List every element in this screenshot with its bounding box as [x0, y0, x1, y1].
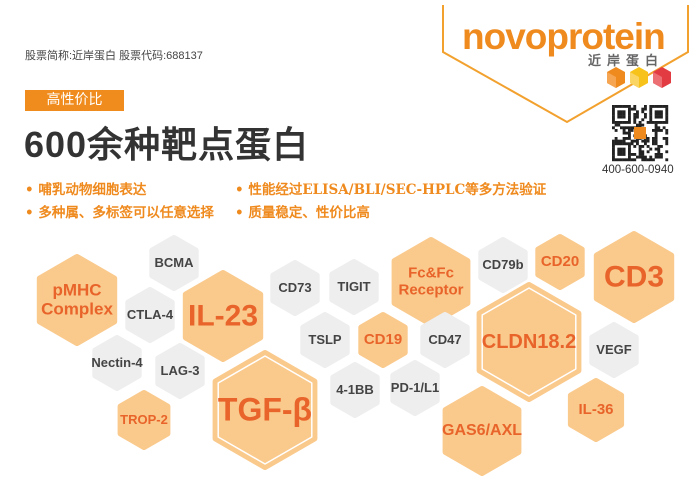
target-hex	[442, 386, 522, 476]
target-hex	[92, 335, 142, 391]
qr-code	[612, 105, 669, 162]
target-hex	[329, 259, 379, 315]
target-label: CD19	[363, 330, 403, 348]
target-hex	[420, 312, 470, 368]
target-hex	[390, 360, 440, 416]
target-hex	[149, 235, 199, 291]
target-label: Nectin-4	[91, 354, 143, 370]
target-label: IL-36	[578, 400, 614, 418]
target-hex	[125, 287, 175, 343]
stock-info: 股票简称:近岸蛋白 股票代码:688137	[25, 50, 203, 62]
target-hex	[358, 312, 408, 368]
target-label: TROP-2	[120, 411, 168, 427]
target-hex	[300, 312, 350, 368]
logo-cn: 近岸蛋白	[588, 53, 665, 68]
logo: novoprotein	[462, 16, 666, 57]
target-label: CLDN18.2	[481, 331, 577, 353]
cube-icons	[607, 67, 671, 88]
target-hex	[330, 362, 380, 418]
target-label: TIGIT	[337, 278, 371, 294]
target-hex	[478, 237, 528, 293]
target-label: GAS6/AXL	[441, 422, 523, 440]
target-label: LAG-3	[160, 362, 200, 378]
promo-tag: 高性价比	[25, 90, 124, 111]
target-hex	[593, 231, 675, 323]
target-label: CD3	[603, 260, 665, 294]
target-label: VEGF	[596, 341, 632, 357]
target-hex	[535, 234, 585, 290]
target-label: BCMA	[154, 254, 194, 270]
feature-bullet: 性能经过ELISA/BLI/SEC-HPLC等多方法验证	[235, 178, 546, 198]
target-hex	[155, 343, 205, 399]
target-label: 4-1BB	[336, 381, 374, 397]
target-hex	[117, 390, 171, 450]
target-label: Fc&Fc Receptor	[398, 264, 464, 298]
feature-bullet: 质量稳定、性价比高	[235, 201, 370, 221]
phone-number: 400-600-0940	[602, 164, 674, 176]
target-label: IL-23	[187, 299, 259, 333]
target-hex	[270, 260, 320, 316]
target-hex	[182, 270, 264, 362]
target-hex	[36, 254, 118, 346]
feature-bullet: 多种属、多标签可以任意选择	[25, 201, 214, 221]
target-label: CD73	[278, 279, 312, 295]
target-label: CD20	[540, 252, 580, 270]
feature-bullet: 哺乳动物细胞表达	[25, 178, 146, 198]
target-label: TSLP	[308, 331, 342, 347]
target-label: PD-1/L1	[390, 379, 440, 395]
target-label: CTLA-4	[126, 306, 174, 322]
target-label: CD79b	[482, 256, 524, 272]
target-hex	[589, 322, 639, 378]
page-title: 600余种靶点蛋白	[24, 124, 310, 165]
target-hex	[476, 282, 582, 402]
target-label: pMHC Complex	[41, 280, 113, 318]
target-hex	[567, 378, 625, 442]
target-label: CD47	[428, 331, 462, 347]
target-label: TGF-β	[217, 391, 313, 428]
target-hex	[212, 350, 318, 470]
